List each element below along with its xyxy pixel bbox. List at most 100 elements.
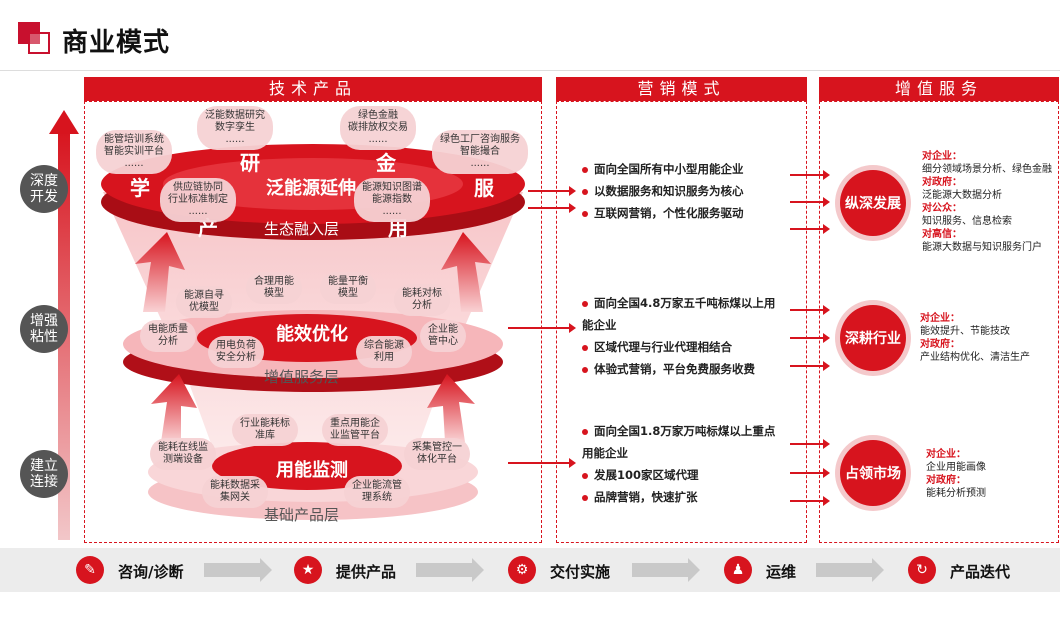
marketing-item-cont: 能企业 bbox=[582, 318, 617, 332]
pill-mid-rational: 合理用能 模型 bbox=[246, 272, 302, 304]
value-audience: 对高信： bbox=[922, 229, 962, 240]
link-arrow-v3b bbox=[790, 468, 830, 478]
pill-mid-balance: 能量平衡 模型 bbox=[320, 272, 376, 304]
up-arrow-left-bot bbox=[151, 374, 197, 442]
link-arrow-v2c bbox=[790, 361, 830, 371]
marketing-item: 发展100家区域代理 bbox=[582, 464, 775, 486]
char-yan: 研 bbox=[240, 151, 260, 175]
char-fu: 服 bbox=[474, 176, 494, 200]
link-arrow-v3a bbox=[790, 439, 830, 449]
char-chan: 产 bbox=[198, 216, 218, 240]
layer-top-sub: 生态融入层 bbox=[264, 220, 340, 238]
link-arrow-v3c bbox=[790, 496, 830, 506]
section-header-marketing: 营销模式 bbox=[556, 77, 807, 101]
step-product: 提供产品 bbox=[336, 563, 397, 581]
marketing-item-cont: 用能企业 bbox=[582, 446, 628, 460]
value-circle-deep: 纵深发展 bbox=[840, 170, 906, 236]
link-arrow-mid bbox=[508, 323, 576, 333]
step-iterate: 产品迭代 bbox=[950, 563, 1011, 581]
value-circle-industry: 深耕行业 bbox=[840, 305, 906, 371]
char-xue: 学 bbox=[130, 176, 150, 200]
value-desc: 知识服务、信息检索 bbox=[922, 216, 1012, 227]
section-box-value bbox=[819, 101, 1059, 543]
side-step-connect: 建立 连接 bbox=[20, 450, 68, 498]
pill-bot-gateway: 能耗数据采 集网关 bbox=[202, 476, 268, 508]
link-arrow-v1c bbox=[790, 224, 830, 234]
people-icon: ♟ bbox=[724, 556, 752, 584]
marketing-group-3: 面向全国1.8万家万吨标煤以上重点 用能企业 发展100家区域代理 品牌营销，快… bbox=[582, 420, 775, 508]
value-desc: 能耗分析预测 bbox=[926, 488, 986, 499]
link-arrow-bot bbox=[508, 458, 576, 468]
link-arrow-top-1 bbox=[528, 186, 576, 196]
char-yong: 用 bbox=[388, 216, 408, 240]
link-arrow-top-2 bbox=[528, 203, 576, 213]
marketing-item: 以数据服务和知识服务为核心 bbox=[582, 180, 744, 202]
section-header-value: 增值服务 bbox=[819, 77, 1059, 101]
step-arrow-2 bbox=[416, 558, 484, 582]
link-arrow-v1a bbox=[790, 170, 830, 180]
value-desc: 泛能源大数据分析 bbox=[922, 190, 1002, 201]
value-desc: 能源大数据与知识服务门户 bbox=[922, 242, 1042, 253]
tools-icon: ⚙ bbox=[508, 556, 536, 584]
refresh-icon: ↻ bbox=[908, 556, 936, 584]
step-arrow-1 bbox=[204, 558, 272, 582]
pill-mid-benchmark: 能耗对标 分析 bbox=[394, 284, 450, 316]
pill-bot-online: 能耗在线监 测端设备 bbox=[150, 438, 216, 470]
pill-bot-collect: 采集管控一 体化平台 bbox=[404, 438, 470, 470]
progress-arrow-head bbox=[49, 110, 79, 134]
value-audience: 对政府： bbox=[920, 339, 960, 350]
value-audience: 对企业： bbox=[920, 313, 960, 324]
header-divider bbox=[0, 70, 1060, 71]
pill-top-research: 泛能数据研究 数字孪生 ...... bbox=[197, 106, 273, 150]
pill-bot-supervise: 重点用能企 业监管平台 bbox=[322, 414, 388, 446]
marketing-item: 面向全国所有中小型用能企业 bbox=[582, 158, 744, 180]
marketing-group-2: 面向全国4.8万家五千吨标煤以上用 能企业 区域代理与行业代理相结合 体验式营销… bbox=[582, 292, 775, 380]
pill-mid-self: 能源自寻 优模型 bbox=[176, 286, 232, 318]
section-box-marketing bbox=[556, 101, 807, 543]
marketing-item: 互联网营销，个性化服务驱动 bbox=[582, 202, 744, 224]
value-detail-deep: 对企业： 细分领域场景分析、绿色金融 对政府： 泛能源大数据分析 对公众： 知识… bbox=[922, 150, 1052, 254]
step-arrow-4 bbox=[816, 558, 884, 582]
pill-top-finance: 绿色金融 碳排放权交易 ...... bbox=[340, 106, 416, 150]
value-detail-industry: 对企业： 能效提升、节能技改 对政府： 产业结构优化、清洁生产 bbox=[920, 312, 1030, 364]
step-delivery: 交付实施 bbox=[550, 563, 611, 581]
section-box-tech bbox=[84, 101, 542, 543]
link-arrow-v2a bbox=[790, 305, 830, 315]
marketing-item: 面向全国1.8万家万吨标煤以上重点 bbox=[582, 420, 775, 442]
link-arrow-v1b bbox=[790, 197, 830, 207]
side-step-stick: 增强 粘性 bbox=[20, 305, 68, 353]
pill-mid-integrated: 综合能源 利用 bbox=[356, 336, 412, 368]
value-detail-market: 对企业： 企业用能画像 对政府： 能耗分析预测 bbox=[926, 448, 986, 500]
pill-mid-center: 企业能 管中心 bbox=[420, 320, 466, 352]
side-step-deep: 深度 开发 bbox=[20, 165, 68, 213]
value-desc: 产业结构优化、清洁生产 bbox=[920, 352, 1030, 363]
section-header-tech: 技术产品 bbox=[84, 77, 542, 101]
marketing-group-1: 面向全国所有中小型用能企业 以数据服务和知识服务为核心 互联网营销，个性化服务驱… bbox=[582, 158, 744, 224]
layer-bot-title: 用能监测 bbox=[276, 460, 348, 481]
layer-bot-sub: 基础产品层 bbox=[264, 506, 340, 524]
step-ops: 运维 bbox=[766, 563, 797, 581]
logo-square-outline bbox=[28, 32, 50, 54]
pill-bot-flow: 企业能流管 理系统 bbox=[344, 476, 410, 508]
consult-icon: ✎ bbox=[76, 556, 104, 584]
pill-top-supply: 供应链协同 行业标准制定 ...... bbox=[160, 178, 236, 222]
pill-top-knowledge: 能源知识图谱 能源指数 ...... bbox=[354, 178, 430, 222]
pill-mid-load: 用电负荷 安全分析 bbox=[208, 336, 264, 368]
up-arrow-right-top bbox=[441, 232, 491, 312]
step-consult: 咨询/诊断 bbox=[118, 563, 184, 581]
marketing-item: 区域代理与行业代理相结合 bbox=[582, 336, 775, 358]
value-desc: 企业用能画像 bbox=[926, 462, 986, 473]
marketing-item: 面向全国4.8万家五千吨标煤以上用 bbox=[582, 292, 775, 314]
value-audience: 对企业： bbox=[926, 449, 966, 460]
pill-bot-standard: 行业能耗标 准库 bbox=[232, 414, 298, 446]
value-audience: 对政府： bbox=[922, 177, 962, 188]
value-audience: 对政府： bbox=[926, 475, 966, 486]
layer-top-title: 泛能源延伸 bbox=[266, 178, 356, 199]
char-jin: 金 bbox=[376, 151, 396, 175]
page-title: 商业模式 bbox=[62, 28, 171, 58]
up-arrow-right-bot bbox=[427, 374, 475, 442]
value-audience: 对企业： bbox=[922, 151, 962, 162]
layer-mid-sub: 增值服务层 bbox=[264, 368, 340, 386]
pill-top-training: 能管培训系统 智能实训平台 ...... bbox=[96, 130, 172, 174]
value-desc: 能效提升、节能技改 bbox=[920, 326, 1010, 337]
